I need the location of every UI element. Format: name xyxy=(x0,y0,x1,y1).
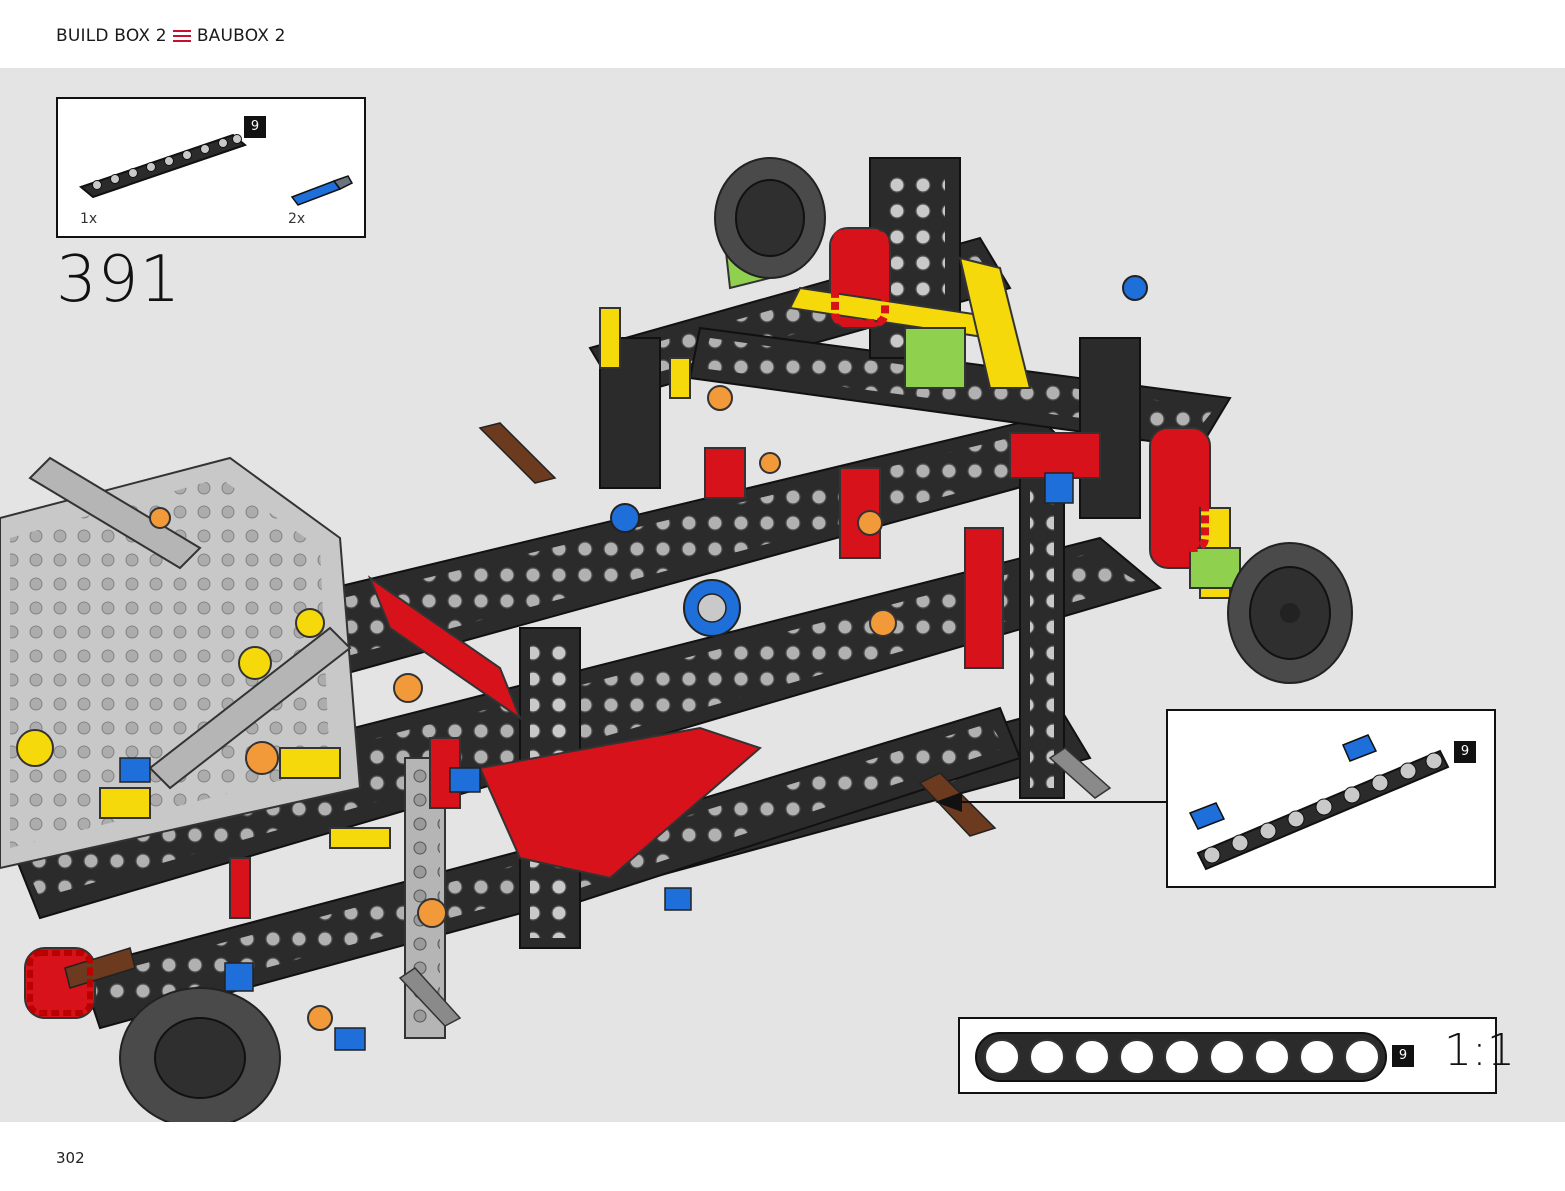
instruction-stage: 9 1x 2x 391 9 xyxy=(0,68,1565,1122)
blue-parts xyxy=(119,275,1148,1051)
triple-bar-icon xyxy=(172,30,191,42)
step-number: 391 xyxy=(56,243,182,317)
scale-label: 1:1 xyxy=(1444,1025,1515,1076)
beam-9-icon xyxy=(78,133,248,199)
axle-pin-icon xyxy=(290,175,354,206)
yellow-parts xyxy=(99,256,1231,849)
parts-list-box: 9 1x 2x xyxy=(56,97,366,238)
subassembly-callout: 9 xyxy=(1166,709,1496,888)
pin-qty: 2x xyxy=(288,211,306,227)
callout-beam-badge: 9 xyxy=(1454,741,1476,763)
orange-bushes xyxy=(149,385,897,1031)
beam-length-badge: 9 xyxy=(244,116,266,138)
chassis-model-illustration xyxy=(0,157,1353,1122)
beam-with-pins-icon xyxy=(1188,734,1450,871)
header-left-label: BUILD BOX 2 xyxy=(56,26,167,46)
page-header: BUILD BOX 2 BAUBOX 2 xyxy=(0,0,1565,68)
scale-beam-badge: 9 xyxy=(1392,1045,1414,1067)
scale-reference-box: 9 1:1 xyxy=(958,1017,1515,1094)
build-box-title: BUILD BOX 2 BAUBOX 2 xyxy=(56,26,286,46)
wheel-hubs xyxy=(119,157,1353,1122)
scale-beam-icon xyxy=(975,1032,1387,1082)
page-number: 302 xyxy=(56,1149,85,1167)
insertion-arrow xyxy=(935,792,1166,812)
grey-axles xyxy=(398,747,1112,1027)
shock-absorbers xyxy=(27,229,1209,1016)
beam-qty: 1x xyxy=(80,211,98,227)
header-right-label: BAUBOX 2 xyxy=(196,26,286,46)
